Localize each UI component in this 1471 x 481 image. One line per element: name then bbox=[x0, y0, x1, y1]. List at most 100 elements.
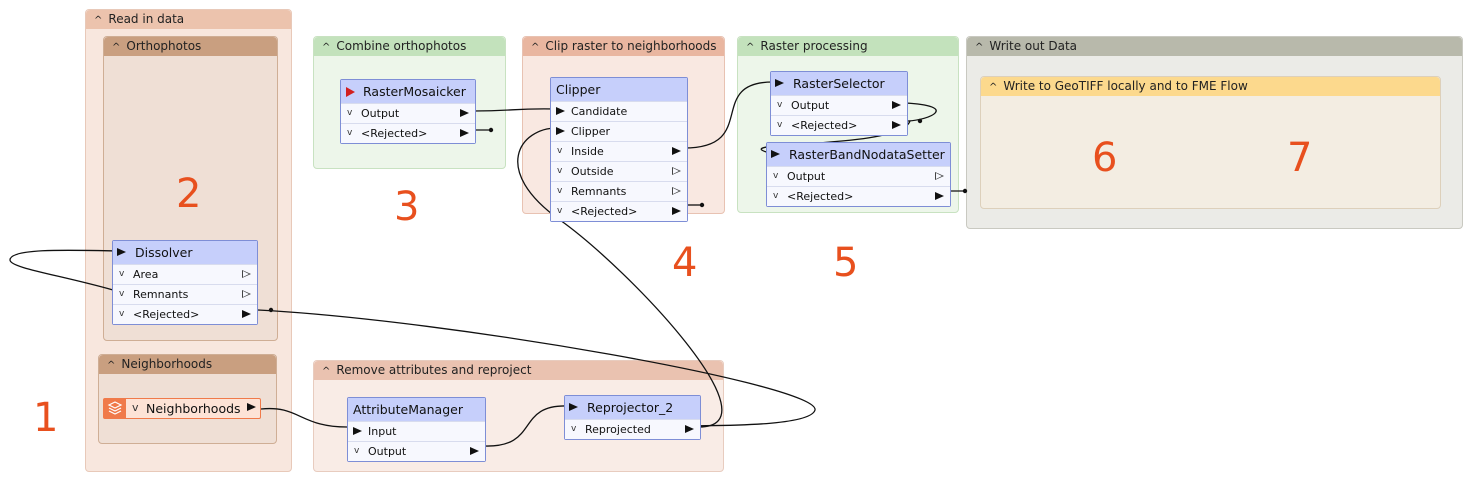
output-port-icon[interactable] bbox=[935, 192, 944, 200]
output-port-icon[interactable] bbox=[247, 403, 256, 411]
chevron-down-icon[interactable]: v bbox=[557, 166, 563, 176]
caret-up-icon[interactable]: ^ bbox=[975, 42, 984, 53]
connection-dissolver-rejected bbox=[257, 309, 816, 427]
input-port-icon[interactable] bbox=[556, 127, 565, 135]
input-port-input[interactable]: Input bbox=[348, 421, 485, 441]
chevron-down-icon[interactable]: v bbox=[773, 191, 779, 201]
input-port-clipper[interactable]: Clipper bbox=[551, 121, 687, 141]
chevron-down-icon[interactable]: v bbox=[132, 401, 139, 414]
chevron-down-icon[interactable]: v bbox=[777, 120, 783, 130]
output-port-icon[interactable] bbox=[242, 270, 251, 278]
caret-up-icon[interactable]: ^ bbox=[112, 42, 121, 53]
input-port-icon[interactable] bbox=[117, 248, 126, 256]
connection-inside-selector bbox=[683, 81, 774, 149]
output-port-rejected[interactable]: v<Rejected> bbox=[113, 304, 257, 324]
output-port-icon[interactable] bbox=[470, 447, 479, 455]
caret-up-icon[interactable]: ^ bbox=[531, 42, 540, 53]
output-port-icon[interactable] bbox=[242, 290, 251, 298]
output-port-rejected[interactable]: v <Rejected> bbox=[551, 201, 687, 221]
bookmark-title[interactable]: ^Orthophotos bbox=[104, 37, 277, 56]
caret-up-icon[interactable]: ^ bbox=[746, 42, 755, 53]
chevron-down-icon[interactable]: v bbox=[777, 100, 783, 110]
chevron-down-icon[interactable]: v bbox=[557, 206, 563, 216]
output-port-icon[interactable] bbox=[460, 109, 469, 117]
input-port-icon[interactable] bbox=[353, 427, 362, 435]
output-port-icon[interactable] bbox=[672, 167, 681, 175]
caret-up-icon[interactable]: ^ bbox=[107, 360, 116, 371]
chevron-down-icon[interactable]: v bbox=[347, 128, 353, 138]
transformer-header[interactable]: Dissolver bbox=[113, 241, 257, 264]
caret-up-icon[interactable]: ^ bbox=[989, 82, 998, 93]
transformer-header[interactable]: RasterSelector bbox=[771, 72, 907, 95]
chevron-down-icon[interactable]: v bbox=[347, 108, 353, 118]
transformer-header[interactable]: Reprojector_2 bbox=[565, 396, 700, 419]
port-label: <Rejected> bbox=[571, 205, 638, 218]
bookmark-title[interactable]: ^Combine orthophotos bbox=[314, 37, 505, 56]
transformer-name: Clipper bbox=[556, 82, 601, 97]
bookmark-write-geotiff[interactable]: ^Write to GeoTIFF locally and to FME Flo… bbox=[980, 76, 1441, 209]
output-port-rejected[interactable]: v<Rejected> bbox=[341, 123, 475, 143]
chevron-down-icon[interactable]: v bbox=[773, 171, 779, 181]
red-triangle-icon bbox=[346, 87, 355, 97]
bookmark-title[interactable]: ^Read in data bbox=[86, 10, 291, 29]
caret-up-icon[interactable]: ^ bbox=[322, 366, 331, 377]
chevron-down-icon[interactable]: v bbox=[354, 446, 360, 456]
chevron-down-icon[interactable]: v bbox=[119, 309, 125, 319]
caret-up-icon[interactable]: ^ bbox=[94, 15, 103, 26]
transformer-header[interactable]: RasterBandNodataSetter bbox=[767, 143, 950, 166]
output-port-icon[interactable] bbox=[672, 187, 681, 195]
reader-name: Neighborhoods bbox=[146, 401, 241, 416]
port-label: Candidate bbox=[571, 105, 628, 118]
output-port-icon[interactable] bbox=[892, 121, 901, 129]
transformer-name: Dissolver bbox=[135, 245, 193, 260]
input-port-icon[interactable] bbox=[775, 79, 784, 87]
chevron-down-icon[interactable]: v bbox=[557, 186, 563, 196]
output-port-rejected[interactable]: v<Rejected> bbox=[767, 186, 950, 206]
bookmark-title[interactable]: ^Neighborhoods bbox=[99, 355, 276, 374]
input-port-icon[interactable] bbox=[771, 150, 780, 158]
chevron-down-icon[interactable]: v bbox=[557, 146, 563, 156]
transformer-header[interactable]: AttributeManager bbox=[348, 398, 485, 421]
chevron-down-icon[interactable]: v bbox=[119, 289, 125, 299]
input-port-icon[interactable] bbox=[556, 107, 565, 115]
chevron-down-icon[interactable]: v bbox=[571, 424, 577, 434]
chevron-down-icon[interactable]: v bbox=[119, 269, 125, 279]
bookmark-title[interactable]: ^Write to GeoTIFF locally and to FME Flo… bbox=[981, 77, 1440, 96]
output-port-icon[interactable] bbox=[685, 425, 694, 433]
step-number-4: 4 bbox=[672, 240, 698, 286]
output-port-icon[interactable] bbox=[672, 147, 681, 155]
output-port-icon[interactable] bbox=[242, 310, 251, 318]
output-port-icon[interactable] bbox=[672, 207, 681, 215]
input-port-icon[interactable] bbox=[569, 403, 578, 411]
transformer-header[interactable]: RasterMosaicker bbox=[341, 80, 475, 103]
output-port-icon[interactable] bbox=[892, 101, 901, 109]
bookmark-title[interactable]: ^Remove attributes and reproject bbox=[314, 361, 723, 380]
input-port-candidate[interactable]: Candidate bbox=[551, 101, 687, 121]
bookmark-title[interactable]: ^Write out Data bbox=[967, 37, 1462, 56]
bookmark-title[interactable]: ^Clip raster to neighborhoods bbox=[523, 37, 724, 56]
output-port-rejected[interactable]: v<Rejected> bbox=[771, 115, 907, 135]
reader-neighborhoods[interactable]: v Neighborhoods bbox=[103, 398, 261, 419]
transformer-header[interactable]: Clipper bbox=[551, 78, 687, 101]
output-port-icon[interactable] bbox=[935, 172, 944, 180]
caret-up-icon[interactable]: ^ bbox=[322, 42, 331, 53]
output-port-icon[interactable] bbox=[460, 129, 469, 137]
bookmark-title[interactable]: ^Raster processing bbox=[738, 37, 958, 56]
